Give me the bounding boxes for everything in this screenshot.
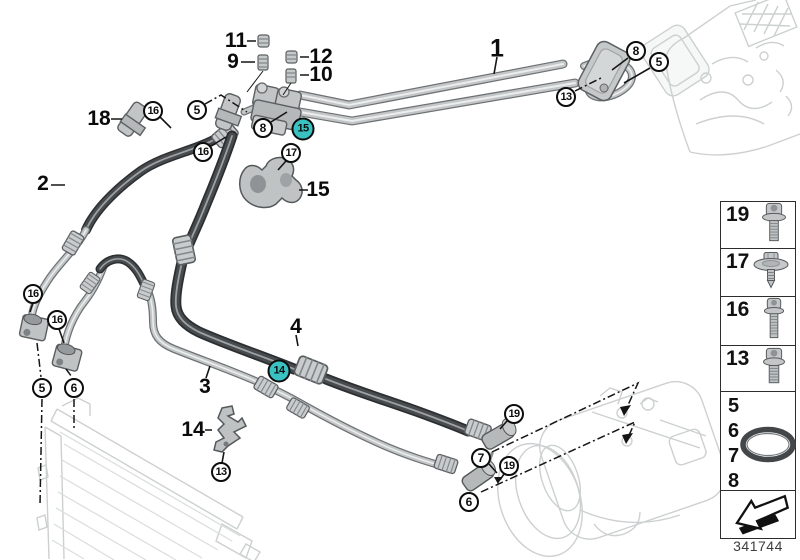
callout-circle-5[interactable]: 5	[187, 100, 207, 120]
part-label-4[interactable]: 4	[290, 315, 302, 338]
legend-row-19[interactable]: 19	[721, 202, 795, 249]
callout-circle-16[interactable]: 16	[143, 101, 163, 121]
legend-part-number: 17	[726, 250, 750, 273]
callout-circle-8[interactable]: 8	[253, 118, 273, 138]
torx-flange-bolt-icon	[756, 345, 792, 392]
callout-circle-14[interactable]: 14	[267, 359, 291, 383]
callout-circle-13[interactable]: 13	[211, 462, 231, 482]
callout-circle-17[interactable]: 17	[281, 143, 301, 163]
legend-row-13[interactable]: 13	[721, 346, 795, 392]
callout-circle-8[interactable]: 8	[626, 41, 646, 61]
callout-circle-13[interactable]: 13	[556, 87, 576, 107]
callout-circle-19[interactable]: 19	[504, 404, 524, 424]
callout-circle-15[interactable]: 15	[291, 117, 315, 141]
pressure-sensor-part18	[117, 101, 149, 137]
valve-cores-and-caps	[257, 34, 298, 84]
part-label-15[interactable]: 15	[306, 178, 330, 201]
heater-flange-plate	[577, 40, 631, 102]
part-label-9[interactable]: 9	[227, 50, 239, 73]
legend-row-17[interactable]: 17	[721, 249, 795, 297]
leader-lines	[29, 40, 651, 481]
ac-compressor-faint	[497, 380, 727, 558]
condenser-radiator-faint	[36, 397, 261, 560]
hvac-unit-faint	[640, 0, 800, 156]
callout-circle-6[interactable]: 6	[64, 378, 84, 398]
callout-circle-7[interactable]: 7	[471, 448, 491, 468]
diagram-number: 341744	[733, 538, 783, 554]
callout-circle-19[interactable]: 19	[499, 456, 519, 476]
part-label-14[interactable]: 14	[181, 418, 205, 441]
condenser-port-fittings	[18, 313, 83, 372]
legend-row-16[interactable]: 16	[721, 297, 795, 346]
callout-circle-16[interactable]: 16	[193, 142, 213, 162]
legend-part-number: 19	[726, 203, 750, 226]
part-label-11[interactable]: 11	[224, 29, 248, 52]
pipe-clamp-part15	[239, 156, 303, 209]
part-label-2[interactable]: 2	[37, 172, 49, 195]
installation-direction-arrow-icon	[725, 489, 791, 540]
callout-circle-6[interactable]: 6	[459, 492, 479, 512]
callout-circle-5[interactable]: 5	[32, 378, 52, 398]
callout-circle-16[interactable]: 16	[23, 284, 43, 304]
part-label-3[interactable]: 3	[199, 375, 211, 398]
service-valve-fitting	[214, 93, 243, 131]
hex-flange-bolt-icon	[756, 297, 792, 346]
part-label-12[interactable]: 12	[309, 45, 333, 68]
part-label-1[interactable]: 1	[490, 34, 504, 63]
callout-circle-16[interactable]: 16	[47, 310, 67, 330]
part-label-18[interactable]: 18	[87, 107, 111, 130]
refrigerant-hose-part4	[170, 130, 493, 443]
legend-row-arrow[interactable]	[721, 491, 795, 538]
callout-circle-5[interactable]: 5	[649, 52, 669, 72]
legend-part-number: 13	[726, 347, 750, 370]
flange-head-screw-icon	[756, 201, 792, 250]
leader-arrowheads	[494, 405, 633, 484]
suction-pipe-part3	[60, 254, 460, 475]
screw-with-washer-icon	[750, 249, 792, 296]
dash-dot-reference-lines	[36, 76, 640, 506]
o-ring-icon	[739, 425, 797, 468]
holder-bracket-part14	[213, 405, 248, 453]
part-label-10[interactable]: 10	[309, 63, 333, 86]
legend-part-number: 16	[726, 298, 750, 321]
